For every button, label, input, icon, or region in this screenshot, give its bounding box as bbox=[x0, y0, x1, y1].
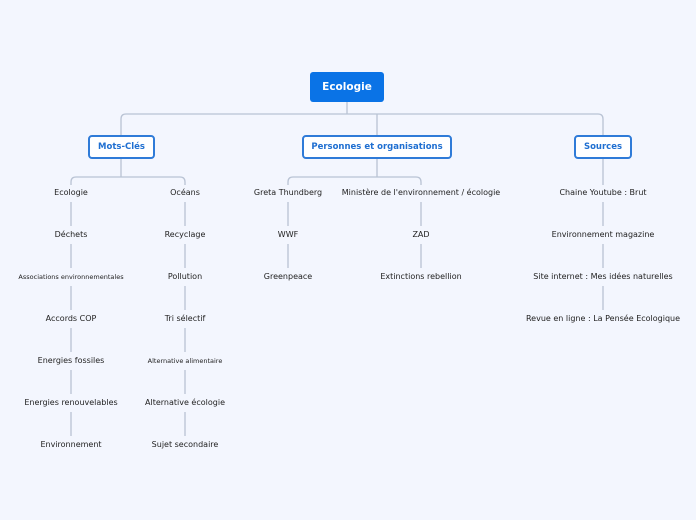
topic-node[interactable]: Revue en ligne : La Pensée Ecologique bbox=[525, 314, 681, 323]
category-mots-cles[interactable]: Mots-Clés bbox=[88, 135, 155, 159]
topic-node[interactable]: Greta Thundberg bbox=[253, 188, 323, 197]
topic-node[interactable]: Tri sélectif bbox=[164, 314, 206, 323]
topic-node[interactable]: Ecologie bbox=[54, 188, 88, 197]
topic-node[interactable]: Environnement bbox=[40, 440, 102, 449]
column-bus bbox=[70, 176, 186, 185]
topic-node[interactable]: Sujet secondaire bbox=[151, 440, 219, 449]
topic-node[interactable]: Alternative alimentaire bbox=[147, 357, 223, 365]
topic-node[interactable]: Environnement magazine bbox=[551, 230, 655, 239]
topic-node[interactable]: Extinctions rebellion bbox=[380, 272, 462, 281]
topic-node[interactable]: Ministère de l'environnement / écologie bbox=[341, 188, 501, 197]
root-node[interactable]: Ecologie bbox=[310, 72, 384, 102]
topic-node[interactable]: Greenpeace bbox=[263, 272, 313, 281]
category-bus bbox=[120, 113, 604, 135]
topic-node[interactable]: Chaine Youtube : Brut bbox=[559, 188, 647, 197]
column-bus bbox=[287, 176, 422, 185]
topic-node[interactable]: WWF bbox=[277, 230, 299, 239]
topic-node[interactable]: Alternative écologie bbox=[145, 398, 225, 407]
topic-node[interactable]: Energies renouvelables bbox=[24, 398, 118, 407]
topic-node[interactable]: Energies fossiles bbox=[37, 356, 105, 365]
topic-node[interactable]: Recyclage bbox=[164, 230, 206, 239]
topic-node[interactable]: Site internet : Mes idées naturelles bbox=[533, 272, 673, 281]
category-personnes-organisations[interactable]: Personnes et organisations bbox=[302, 135, 452, 159]
topic-node[interactable]: Océans bbox=[170, 188, 200, 197]
category-sources[interactable]: Sources bbox=[574, 135, 632, 159]
topic-node[interactable]: Associations environnementales bbox=[18, 273, 124, 281]
topic-node[interactable]: ZAD bbox=[412, 230, 430, 239]
topic-node[interactable]: Déchets bbox=[54, 230, 88, 239]
topic-node[interactable]: Accords COP bbox=[45, 314, 97, 323]
topic-node[interactable]: Pollution bbox=[167, 272, 203, 281]
